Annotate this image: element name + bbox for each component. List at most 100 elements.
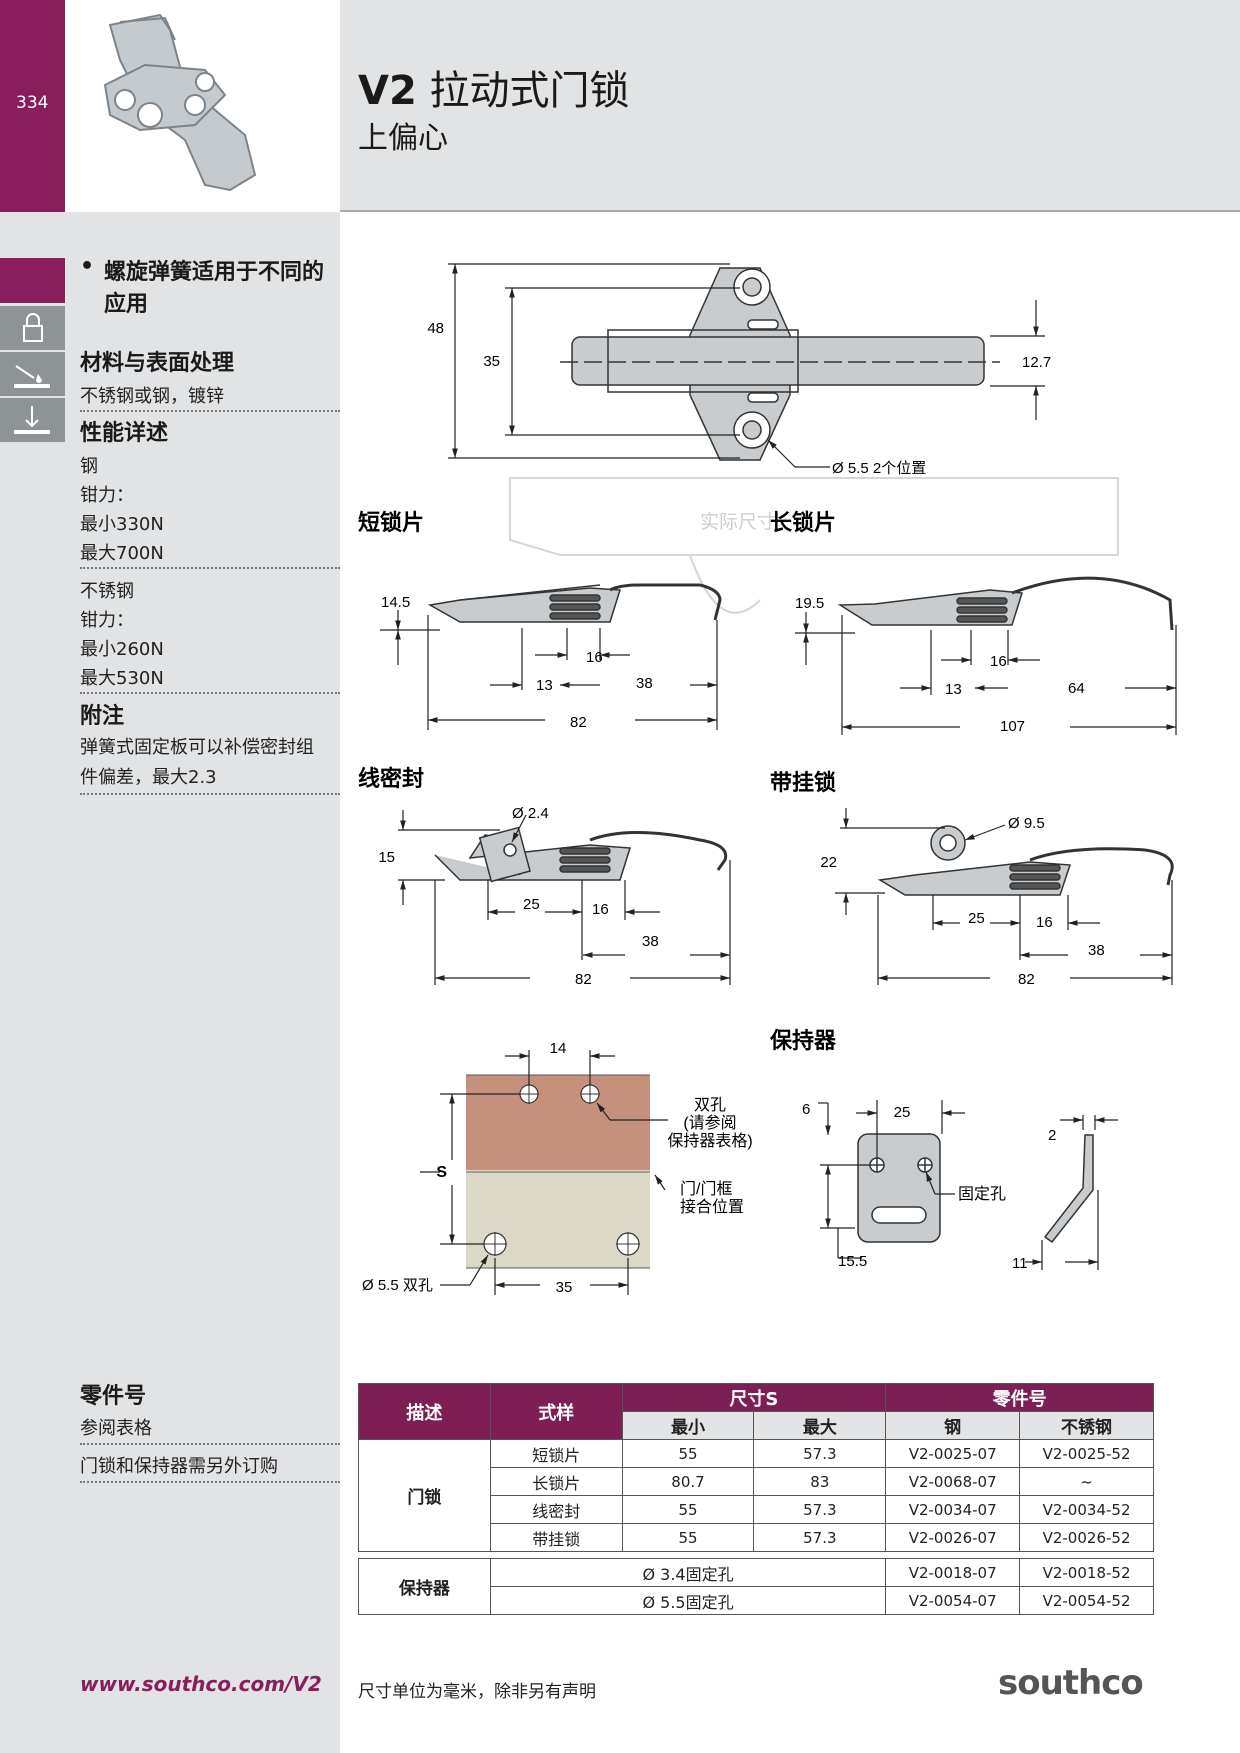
svg-text:S: S <box>436 1164 447 1181</box>
svg-text:82: 82 <box>570 714 587 731</box>
col-header-steel: 钢 <box>885 1411 1021 1440</box>
svg-text:25: 25 <box>523 896 540 913</box>
col-header-size: 尺寸S <box>621 1383 887 1412</box>
wire-seal-label: 线密封 <box>358 766 424 791</box>
ss-label: 不锈钢 <box>80 581 134 602</box>
group-latch: 门锁 <box>358 1439 491 1552</box>
surface-treatment-icon <box>0 350 65 396</box>
svg-text:2: 2 <box>1048 1127 1056 1144</box>
svg-text:13: 13 <box>945 681 962 698</box>
svg-text:保持器表格): 保持器表格) <box>667 1132 752 1150</box>
col-header-style: 式样 <box>489 1383 623 1440</box>
page-number: 334 <box>16 93 49 113</box>
ss-max: 最大530N <box>80 668 164 689</box>
svg-text:25: 25 <box>968 910 985 927</box>
divider <box>80 692 340 694</box>
watermark-outline <box>509 477 1119 614</box>
svg-text:16: 16 <box>990 653 1007 670</box>
svg-text:22: 22 <box>820 854 837 871</box>
parts-heading: 零件号 <box>80 1384 147 1409</box>
svg-text:12.7: 12.7 <box>1022 354 1051 371</box>
svg-text:25: 25 <box>894 1104 911 1121</box>
wire-seal-drawing <box>434 826 728 883</box>
svg-text:16: 16 <box>1036 914 1053 931</box>
padlock-label: 带挂锁 <box>770 770 836 795</box>
svg-text:Ø 5.5 2个位置: Ø 5.5 2个位置 <box>832 460 926 477</box>
svg-text:48: 48 <box>427 320 444 337</box>
svg-text:38: 38 <box>642 933 659 950</box>
short-latch-drawing <box>427 583 722 623</box>
svg-text:16: 16 <box>592 901 609 918</box>
section-tab <box>0 258 65 303</box>
lock-icon <box>0 304 65 350</box>
svg-text:双孔: 双孔 <box>694 1096 726 1114</box>
parts-text-2: 门锁和保持器需另外订购 <box>80 1456 278 1477</box>
materials-heading: 材料与表面处理 <box>80 351 235 376</box>
divider <box>80 793 340 795</box>
svg-text:13: 13 <box>536 677 553 694</box>
divider <box>80 410 340 412</box>
table-row: 线密封 55 57.3 V2-0034-07 V2-0034-52 <box>359 1495 1154 1524</box>
table-row: 长锁片 80.7 83 V2-0068-07 ~ <box>359 1467 1154 1496</box>
divider <box>80 567 340 569</box>
steel-force-label: 钳力： <box>80 485 134 506</box>
divider <box>80 1481 340 1483</box>
svg-text:64: 64 <box>1068 680 1085 697</box>
table-row: 保持器 Ø 3.4固定孔 V2-0018-07 V2-0018-52 <box>358 1558 1154 1615</box>
svg-text:19.5: 19.5 <box>795 595 824 612</box>
svg-text:35: 35 <box>556 1279 573 1296</box>
steel-label: 钢 <box>80 456 98 477</box>
divider <box>80 1443 340 1445</box>
svg-text:Ø 5.5 双孔: Ø 5.5 双孔 <box>362 1277 433 1294</box>
svg-text:38: 38 <box>636 675 653 692</box>
svg-text:(请参阅: (请参阅 <box>683 1114 736 1132</box>
main-latch-view <box>571 267 985 461</box>
svg-text:固定孔: 固定孔 <box>958 1185 1006 1203</box>
watermark-text: 实际尺寸 <box>700 511 776 533</box>
materials-text: 不锈钢或钢，镀锌 <box>80 386 224 407</box>
svg-text:35: 35 <box>483 353 500 370</box>
svg-text:接合位置: 接合位置 <box>680 1198 744 1216</box>
short-latch-label: 短锁片 <box>358 510 424 535</box>
long-latch-drawing <box>837 576 1174 631</box>
svg-text:Ø 9.5: Ø 9.5 <box>1008 815 1045 832</box>
page-title: V2 拉动式门锁 <box>358 68 630 114</box>
website-link[interactable]: www.southco.com/V2 <box>80 1672 322 1696</box>
col-header-min: 最小 <box>621 1411 755 1440</box>
svg-text:Ø 2.4: Ø 2.4 <box>512 805 549 822</box>
ss-min: 最小260N <box>80 639 164 660</box>
col-header-part: 零件号 <box>885 1383 1154 1412</box>
col-header-ss: 不锈钢 <box>1019 1411 1154 1440</box>
steel-max: 最大700N <box>80 543 164 564</box>
keeper-label: 保持器 <box>769 1028 837 1053</box>
technical-drawings: 实际尺寸 48 35 12.7 Ø 5.5 2个位置 短锁片 <box>358 263 1177 1296</box>
svg-text:6: 6 <box>802 1101 810 1118</box>
svg-text:门/门框: 门/门框 <box>680 1180 732 1198</box>
product-photo <box>65 0 340 212</box>
mounting-diagram <box>466 1074 650 1269</box>
parts-text-1: 参阅表格 <box>80 1418 152 1439</box>
page-number-bar <box>0 0 65 212</box>
padlock-drawing <box>877 825 1174 896</box>
col-header-desc: 描述 <box>358 1383 491 1440</box>
brand-logo: southco <box>998 1663 1144 1703</box>
notes-text: 弹簧式固定板可以补偿密封组件偏差，最大2.3 <box>80 737 314 788</box>
svg-text:11: 11 <box>1012 1255 1028 1272</box>
svg-text:38: 38 <box>1088 942 1105 959</box>
svg-text:14.5: 14.5 <box>381 594 410 611</box>
table-row: 门锁 短锁片 55 57.3 V2-0025-07 V2-0025-52 <box>358 1439 1154 1552</box>
notes-heading: 附注 <box>80 704 125 729</box>
svg-text:82: 82 <box>1018 971 1035 988</box>
performance-icon <box>0 396 65 442</box>
parts-table: 描述 式样 尺寸S 零件号 最小 最大 钢 不锈钢 门锁 短锁片 55 57.3… <box>358 1383 1154 1615</box>
keeper-drawing <box>857 1133 1094 1244</box>
table-row: Ø 5.5固定孔 V2-0054-07 V2-0054-52 <box>359 1586 1154 1615</box>
page-subtitle: 上偏心 <box>358 121 448 156</box>
performance-heading: 性能详述 <box>80 421 169 446</box>
svg-text:16: 16 <box>586 649 603 666</box>
group-keeper: 保持器 <box>358 1558 491 1615</box>
svg-text:82: 82 <box>575 971 592 988</box>
svg-text:15.5: 15.5 <box>838 1253 867 1270</box>
units-note: 尺寸单位为毫米，除非另有声明 <box>358 1682 596 1702</box>
feature-bullet: • 螺旋弹簧适用于不同的应用 <box>80 254 325 317</box>
